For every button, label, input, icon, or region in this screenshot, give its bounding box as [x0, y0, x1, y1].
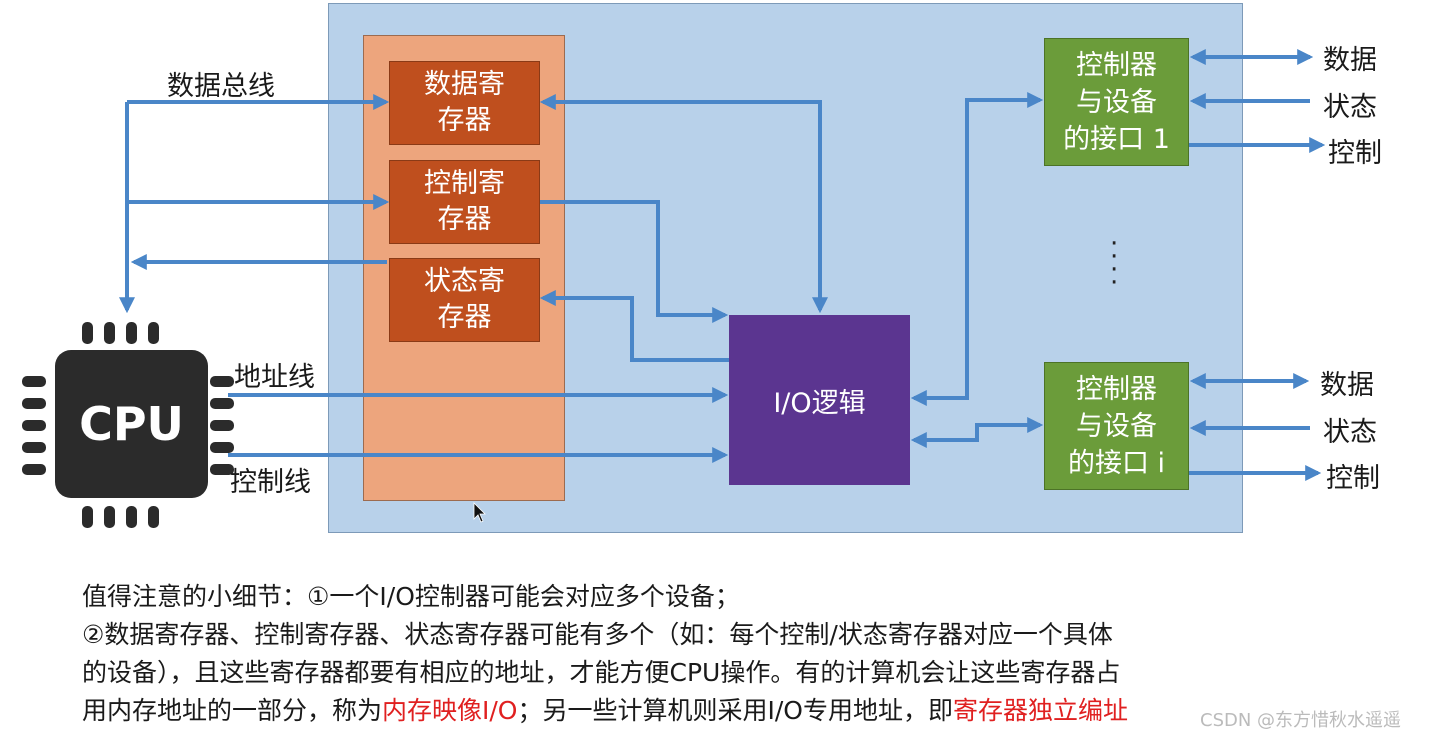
note-line-4-part-a: 用内存地址的一部分，称为 — [82, 696, 383, 725]
control-register-line2: 存器 — [437, 204, 492, 235]
address-line-label: 地址线 — [234, 362, 315, 393]
data-bus-label: 数据总线 — [167, 71, 275, 102]
note-paragraph: 值得注意的小细节：①一个I/O控制器可能会对应多个设备； ②数据寄存器、控制寄存… — [82, 578, 1422, 730]
status-register-line2: 存器 — [437, 302, 492, 333]
data-register-line2: 存器 — [437, 105, 492, 136]
cpu-label: CPU — [79, 397, 184, 451]
data-register-line1: 数据寄 — [424, 69, 505, 100]
ellipsis-vertical: ···· — [1110, 229, 1119, 298]
interface-i-line3: 的接口 i — [1067, 447, 1166, 479]
memory-mapped-io-term: 内存映像I/O — [382, 696, 518, 725]
interface-1-control-label: 控制 — [1328, 138, 1382, 169]
control-register: 控制寄存器 — [389, 160, 540, 244]
watermark: CSDN @东方惜秋水遥遥 — [1200, 710, 1402, 731]
interface-i-status-label: 状态 — [1323, 417, 1377, 448]
interface-1-line3: 的接口 1 — [1063, 123, 1170, 155]
io-logic-block: I/O逻辑 — [729, 315, 910, 485]
note-line-2: ②数据寄存器、控制寄存器、状态寄存器可能有多个（如：每个控制/状态寄存器对应一个… — [82, 620, 1113, 649]
interface-i-data-label: 数据 — [1320, 370, 1374, 401]
note-line-1: 值得注意的小细节：①一个I/O控制器可能会对应多个设备； — [82, 582, 740, 611]
data-register: 数据寄存器 — [389, 61, 540, 145]
device-interface-1: 控制器与设备的接口 1 — [1044, 38, 1189, 166]
interface-i-line2: 与设备 — [1076, 410, 1157, 442]
status-register-line1: 状态寄 — [424, 266, 505, 297]
note-line-4: 用内存地址的一部分，称为内存映像I/O；另一些计算机则采用I/O专用地址，即寄存… — [82, 692, 1422, 730]
note-line-4-part-b: ；另一些计算机则采用I/O专用地址，即 — [517, 696, 953, 725]
interface-1-data-label: 数据 — [1323, 45, 1377, 76]
device-interface-i: 控制器与设备的接口 i — [1044, 362, 1189, 490]
control-line-label: 控制线 — [230, 467, 311, 498]
mouse-cursor-icon — [473, 502, 486, 523]
io-logic-label: I/O逻辑 — [773, 387, 866, 419]
status-register: 状态寄存器 — [389, 258, 540, 342]
control-register-line1: 控制寄 — [424, 168, 505, 199]
note-line-3: 的设备），且这些寄存器都要有相应的地址，才能方便CPU操作。有的计算机会让这些寄… — [82, 658, 1121, 687]
interface-i-control-label: 控制 — [1326, 463, 1380, 494]
interface-i-line1: 控制器 — [1076, 373, 1157, 405]
independent-addressing-term: 寄存器独立编址 — [952, 696, 1128, 725]
interface-1-status-label: 状态 — [1323, 92, 1377, 123]
interface-1-line2: 与设备 — [1075, 86, 1157, 118]
interface-1-line1: 控制器 — [1075, 49, 1157, 81]
